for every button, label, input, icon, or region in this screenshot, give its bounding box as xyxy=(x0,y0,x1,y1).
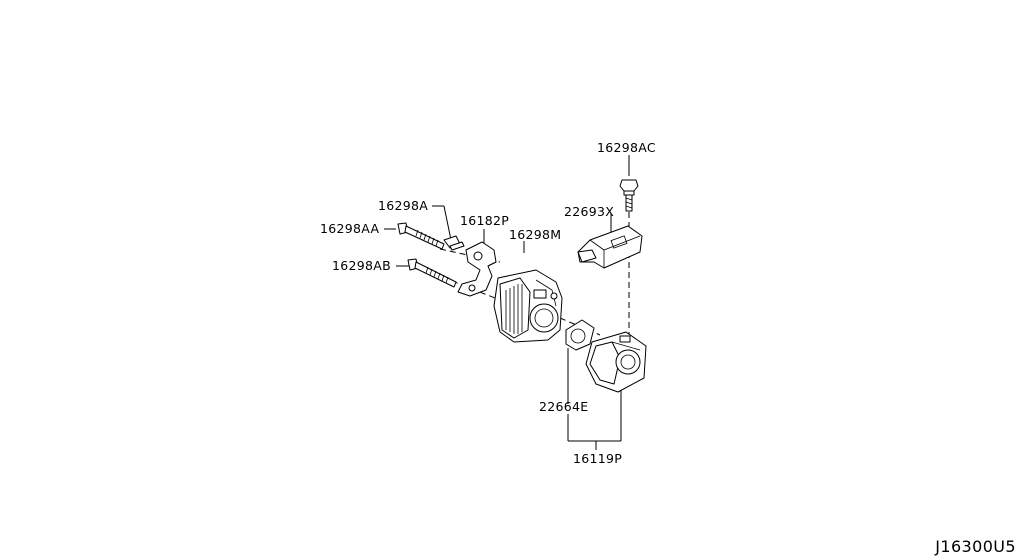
callout-16119p[interactable]: 16119P xyxy=(573,451,623,466)
callout-16298aa[interactable]: 16298AA xyxy=(320,221,380,236)
diagram-id: J16300U5 xyxy=(935,537,1016,556)
bolt-ab-part xyxy=(407,258,457,288)
throttle-body-part xyxy=(493,269,563,343)
callout-22664e[interactable]: 22664E xyxy=(539,399,589,414)
gasket-part xyxy=(565,319,595,351)
callout-16298ac[interactable]: 16298AC xyxy=(597,140,656,155)
callout-16298ab[interactable]: 16298AB xyxy=(332,258,391,273)
top-bolt-part xyxy=(619,179,639,212)
bolt-a-part xyxy=(443,235,465,251)
bracket-part xyxy=(457,241,497,297)
callout-22693x[interactable]: 22693X xyxy=(564,204,615,219)
sensor-part xyxy=(577,225,643,269)
throttle-assembly-part xyxy=(585,331,647,393)
bolt-aa-part xyxy=(397,222,445,250)
callout-16182p[interactable]: 16182P xyxy=(460,213,510,228)
callout-16298m[interactable]: 16298M xyxy=(509,227,562,242)
callout-16298a[interactable]: 16298A xyxy=(378,198,429,213)
leader-lines xyxy=(384,155,630,450)
